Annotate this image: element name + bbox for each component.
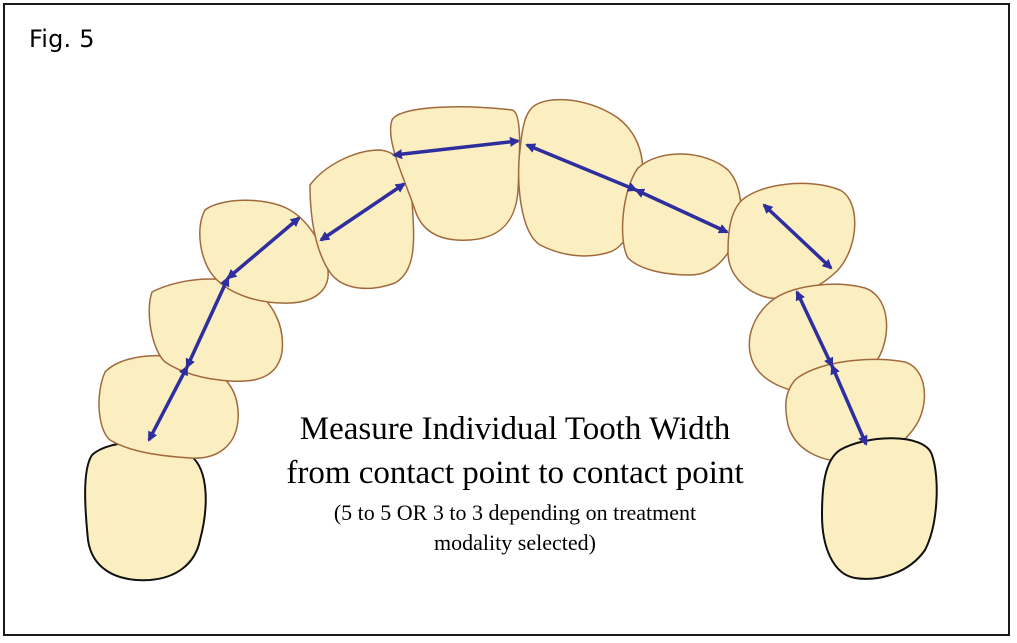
figure-label: Fig. 5 <box>29 25 95 53</box>
caption-line-3: (5 to 5 OR 3 to 3 depending on treatment <box>333 500 697 525</box>
arrow-left-canine <box>226 216 301 280</box>
arrow-right-canine <box>762 203 833 270</box>
arrow-left-premolar-1 <box>185 276 230 369</box>
arrow-right-lateral-incisor <box>634 188 729 234</box>
caption-line-1: Measure Individual Tooth Width <box>299 411 731 447</box>
arrow-left-central-incisor <box>392 136 520 160</box>
arrow-left-premolar-2 <box>147 365 189 442</box>
arrow-left-lateral-incisor <box>319 182 406 242</box>
arrow-right-central-incisor <box>525 143 638 192</box>
measurement-arrows <box>147 136 868 446</box>
arrow-right-premolar-1 <box>795 290 834 368</box>
right-lateral-incisor <box>621 153 742 276</box>
caption-line-4: modality selected) <box>434 530 596 555</box>
arrow-right-premolar-2 <box>830 364 868 446</box>
right-molar <box>820 437 938 580</box>
caption-line-2: from contact point to contact point <box>286 455 744 491</box>
right-canine <box>727 182 856 299</box>
left-molar <box>84 441 207 582</box>
